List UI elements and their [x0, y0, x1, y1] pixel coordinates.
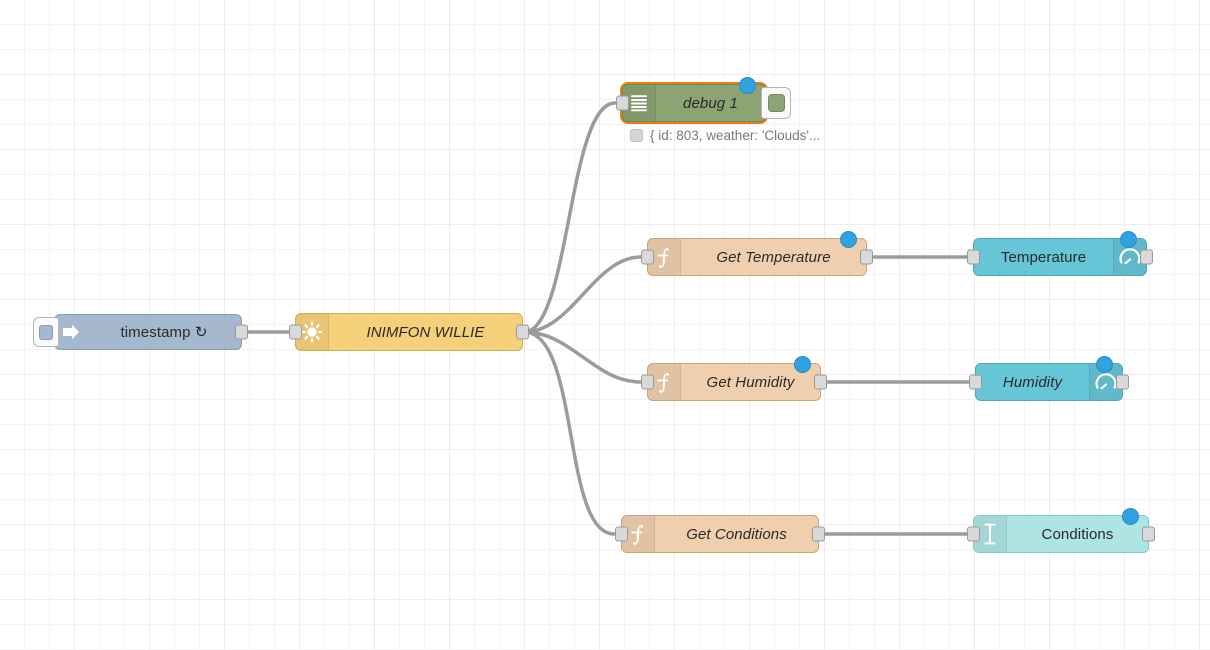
- link-weather-to-debug1[interactable]: [522, 101, 617, 334]
- node-label: Get Temperature: [716, 248, 831, 266]
- inject-button-square: [39, 324, 53, 340]
- output-port[interactable]: [516, 324, 529, 340]
- node-get-temperature[interactable]: ∫ Get Temperature: [641, 231, 873, 276]
- output-port[interactable]: [812, 526, 825, 542]
- input-port[interactable]: [615, 526, 628, 542]
- node-body: Conditions: [974, 516, 1148, 552]
- debug-toggle-square: [767, 94, 785, 112]
- unsaved-changes-dot: [1122, 508, 1139, 525]
- function-f-icon: ∫: [648, 364, 681, 400]
- input-port[interactable]: [641, 249, 654, 265]
- link-weather-to-get-conditions[interactable]: [522, 330, 616, 536]
- link-weather-to-get-temperature[interactable]: [522, 255, 643, 334]
- node-body: INIMFON WILLIE: [296, 314, 522, 350]
- node-humidity-gauge[interactable]: Humidity: [969, 356, 1129, 401]
- unsaved-changes-dot: [1096, 356, 1113, 373]
- node-get-conditions[interactable]: ∫ Get Conditions: [615, 515, 825, 553]
- node-status-debug1: { id: 803, weather: 'Clouds'...: [630, 128, 820, 143]
- link-weather-to-get-humidity[interactable]: [522, 330, 643, 384]
- debug-toggle-button[interactable]: [761, 87, 791, 119]
- input-port[interactable]: [967, 526, 980, 542]
- node-debug1[interactable]: debug 1: [616, 77, 791, 122]
- unsaved-changes-dot: [794, 356, 811, 373]
- output-port[interactable]: [814, 374, 827, 390]
- node-conditions-text[interactable]: Conditions: [967, 508, 1155, 553]
- input-port[interactable]: [289, 324, 302, 340]
- node-label: Humidity: [1002, 373, 1063, 391]
- input-port[interactable]: [641, 374, 654, 390]
- node-label: debug 1: [683, 94, 738, 112]
- input-port[interactable]: [969, 374, 982, 390]
- node-label: INIMFON WILLIE: [366, 323, 485, 341]
- unsaved-changes-dot: [840, 231, 857, 248]
- status-dot-icon: [630, 129, 643, 142]
- output-port[interactable]: [1142, 526, 1155, 542]
- node-inject[interactable]: timestamp ↻: [33, 314, 248, 350]
- node-label: Get Humidity: [706, 373, 795, 391]
- debug-lines-icon: [623, 85, 656, 121]
- input-port[interactable]: [616, 95, 629, 111]
- node-body: Temperature: [974, 239, 1146, 275]
- unsaved-changes-dot: [739, 77, 756, 94]
- node-weather[interactable]: INIMFON WILLIE: [289, 313, 529, 351]
- output-port[interactable]: [860, 249, 873, 265]
- output-port[interactable]: [1116, 374, 1129, 390]
- output-port[interactable]: [235, 324, 248, 340]
- node-body: ∫ Get Humidity: [648, 364, 820, 400]
- inject-arrow-icon: [55, 315, 87, 349]
- node-body: ∫ Get Conditions: [622, 516, 818, 552]
- node-get-humidity[interactable]: ∫ Get Humidity: [641, 356, 827, 401]
- node-label: timestamp ↻: [120, 324, 208, 341]
- svg-text:∫: ∫: [633, 522, 644, 546]
- node-label: Conditions: [1041, 525, 1114, 543]
- input-port[interactable]: [967, 249, 980, 265]
- inject-trigger-button[interactable]: [33, 317, 59, 347]
- node-label: Get Conditions: [686, 525, 787, 543]
- node-body: ∫ Get Temperature: [648, 239, 866, 275]
- unsaved-changes-dot: [1120, 231, 1137, 248]
- output-port[interactable]: [1140, 249, 1153, 265]
- status-text: { id: 803, weather: 'Clouds'...: [650, 128, 821, 143]
- node-body: timestamp ↻: [55, 315, 241, 349]
- svg-text:∫: ∫: [659, 245, 670, 269]
- node-label: Temperature: [1000, 248, 1087, 266]
- svg-text:∫: ∫: [659, 370, 670, 394]
- node-temperature-gauge[interactable]: Temperature: [967, 231, 1153, 276]
- node-body: debug 1: [623, 85, 765, 121]
